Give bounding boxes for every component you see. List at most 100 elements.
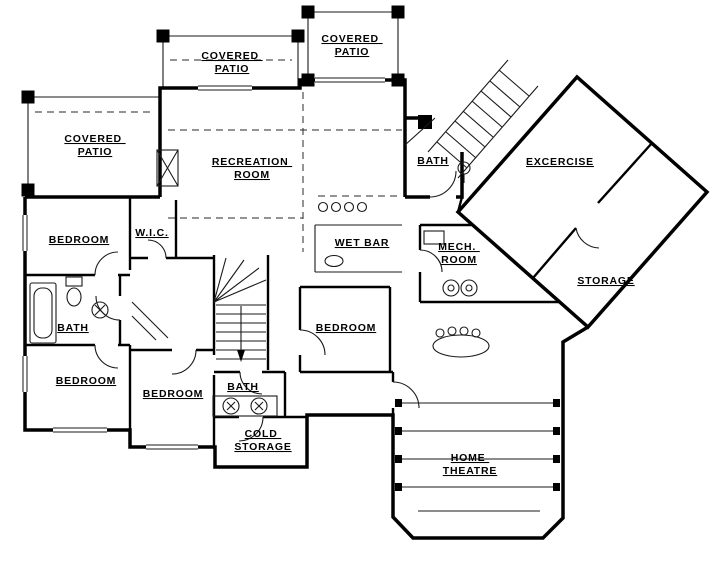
label-bath-center: BATH xyxy=(227,381,259,393)
bathtub-basin xyxy=(33,287,53,339)
window xyxy=(53,425,107,435)
wall-wic xyxy=(130,200,214,260)
shower-line xyxy=(404,117,465,183)
windows xyxy=(20,75,385,452)
wall-upper-block xyxy=(158,78,407,197)
door-arc-storage xyxy=(575,227,600,249)
label-bedroom-bottom-mid: BEDROOM xyxy=(143,388,203,400)
stair-arrow-head xyxy=(237,350,245,362)
stair-treads xyxy=(436,69,530,169)
bar-stool xyxy=(343,201,355,213)
vanity-counter xyxy=(212,395,278,417)
theatre-risers xyxy=(395,399,560,512)
step-light xyxy=(553,483,560,491)
label-covered-patio-left: COVERED PATIO xyxy=(64,133,125,158)
toilet-tank xyxy=(65,276,83,287)
label-covered-patio-mid: COVERED PATIO xyxy=(201,50,262,75)
water-heater-core xyxy=(447,284,455,292)
exterior-walls xyxy=(23,74,710,540)
label-wic: W.I.C. xyxy=(135,227,168,239)
door-arc-bedroom-center xyxy=(299,329,326,356)
door-arcs xyxy=(94,170,600,442)
fireplace xyxy=(156,149,179,187)
bar-stool xyxy=(330,201,342,213)
step-light xyxy=(395,483,402,491)
door-arc-bedroom-bl xyxy=(94,344,119,369)
bar-stool xyxy=(356,201,368,213)
wall-bedroom-center xyxy=(298,285,393,374)
label-recreation-room: RECREATION ROOM xyxy=(212,156,292,181)
window xyxy=(146,442,198,452)
label-bath-left: BATH xyxy=(57,322,89,334)
door-arc-cold-storage xyxy=(238,416,264,442)
label-mech-room: MECH. ROOM xyxy=(438,241,480,266)
riser-rows xyxy=(396,402,560,512)
dashed-beam-lines xyxy=(35,59,402,252)
water-heater xyxy=(442,279,460,297)
vanity-sink xyxy=(222,397,240,415)
sink-cross xyxy=(226,401,264,411)
door-arc-bedroom-mid xyxy=(171,349,197,375)
door-arc-wic xyxy=(147,239,167,259)
water-heater-core xyxy=(465,284,473,292)
window xyxy=(20,356,30,392)
label-covered-patio-top: COVERED PATIO xyxy=(321,33,382,58)
theatre-table xyxy=(432,334,490,358)
patio-door xyxy=(198,83,252,93)
wall-angled-wing xyxy=(455,74,710,330)
patio-door xyxy=(315,75,385,85)
patio-post xyxy=(291,29,305,43)
patio-post xyxy=(21,183,35,197)
wall-wing-divider xyxy=(532,142,653,279)
label-cold-storage: COLD STORAGE xyxy=(234,428,291,453)
wet-bar-counter xyxy=(314,224,402,273)
wall-wing-connector xyxy=(456,196,464,213)
interior-walls xyxy=(25,142,653,447)
wall-bath-center xyxy=(214,370,287,417)
step-light xyxy=(395,399,402,407)
patio-mid-outline xyxy=(162,35,299,88)
patio-post xyxy=(301,5,315,19)
theatre-chair xyxy=(435,328,445,338)
sink xyxy=(91,301,109,319)
stair-rails xyxy=(427,59,539,179)
furnace xyxy=(423,230,445,245)
label-bedroom-center: BEDROOM xyxy=(316,322,376,334)
wall-mech-room xyxy=(418,223,560,304)
wall-perimeter-south xyxy=(23,197,589,540)
step-light xyxy=(553,455,560,463)
label-home-theatre: HOME THEATRE xyxy=(443,452,497,477)
patio-post xyxy=(21,90,35,104)
patio-post xyxy=(156,29,170,43)
label-exercise: EXCERCISE xyxy=(526,156,594,168)
door-arc-mech xyxy=(419,249,443,273)
toilet-bowl xyxy=(66,287,82,307)
step-light xyxy=(395,427,402,435)
bar-stool xyxy=(317,201,329,213)
room-labels: COVERED PATIO COVERED PATIO COVERED PATI… xyxy=(49,33,634,477)
door-arc-bath-center xyxy=(239,371,263,395)
wall-angled-closet xyxy=(131,301,169,341)
step-light xyxy=(553,399,560,407)
water-heater xyxy=(460,279,478,297)
main-staircase xyxy=(213,257,267,362)
label-wet-bar: WET BAR xyxy=(335,237,390,249)
window xyxy=(20,215,30,251)
label-storage: STORAGE xyxy=(577,275,634,287)
pedestal-sink xyxy=(457,161,471,175)
fireplace-cross xyxy=(156,149,179,187)
bar-sink xyxy=(324,254,344,268)
door-arc-theatre xyxy=(392,381,420,409)
label-bedroom-bottom-left: BEDROOM xyxy=(56,375,116,387)
vanity-sink xyxy=(250,397,268,415)
step-light xyxy=(395,455,402,463)
door-arc-bedroom-left xyxy=(94,251,119,276)
door-arc-bath-top xyxy=(429,170,457,198)
theatre-chair xyxy=(447,326,457,336)
theatre-chair xyxy=(471,328,481,338)
upper-staircase xyxy=(427,59,539,179)
stair-winders xyxy=(213,257,267,303)
patio-post xyxy=(391,5,405,19)
